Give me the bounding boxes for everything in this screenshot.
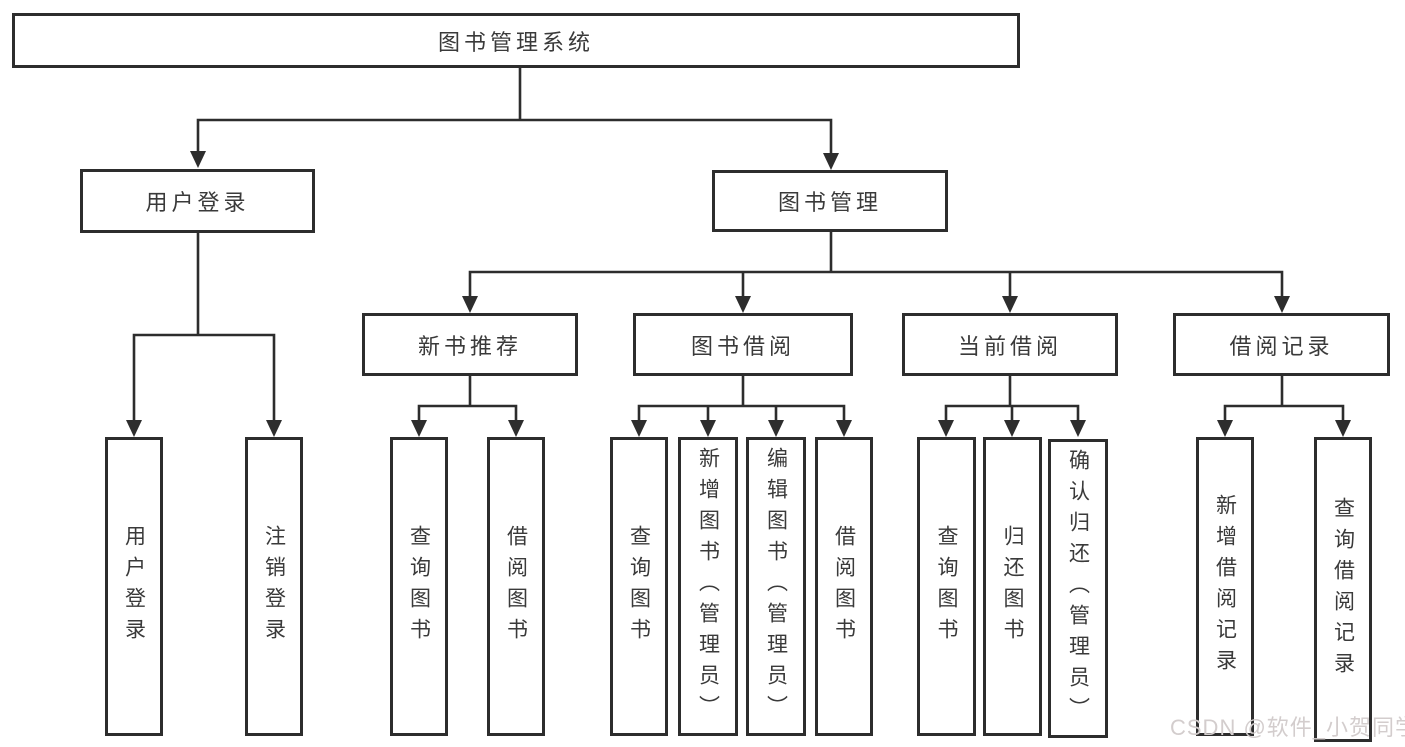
node-borrowing-records: 借阅记录 <box>1173 313 1390 376</box>
arrowheads <box>126 151 1351 437</box>
node-newbookrec-borrow-books-label: 借阅图书 <box>504 524 528 649</box>
node-current-borrowing: 当前借阅 <box>902 313 1118 376</box>
node-library-system: 图书管理系统 <box>12 13 1020 68</box>
node-current-return-books-label: 归还图书 <box>1001 524 1024 649</box>
node-borrowing-query-books: 查询图书 <box>610 437 668 736</box>
node-leaf-user-login-label: 用户登录 <box>122 524 146 649</box>
node-borrowing-add-books-admin-label: 新增图书（管理员） <box>696 447 720 726</box>
node-records-add-record-label: 新增借阅记录 <box>1213 493 1237 680</box>
node-borrowing-records-label: 借阅记录 <box>1229 333 1334 359</box>
node-newbookrec-borrow-books: 借阅图书 <box>487 437 545 736</box>
node-leaf-logout: 注销登录 <box>245 437 303 736</box>
node-current-borrowing-label: 当前借阅 <box>957 333 1062 359</box>
node-records-query-record: 查询借阅记录 <box>1314 437 1372 742</box>
node-newbookrec-query-books-label: 查询图书 <box>407 524 431 649</box>
node-current-query-books-label: 查询图书 <box>935 524 958 649</box>
node-book-management-label: 图书管理 <box>777 190 882 215</box>
node-borrowing-borrow-books: 借阅图书 <box>815 437 873 736</box>
node-book-management: 图书管理 <box>712 170 948 232</box>
node-user-login-label: 用户登录 <box>145 190 250 215</box>
node-borrowing-borrow-books-label: 借阅图书 <box>832 524 856 649</box>
node-book-borrowing-label: 图书借阅 <box>690 333 795 359</box>
node-current-confirm-return-admin: 确认归还（管理员） <box>1048 439 1108 738</box>
node-borrowing-add-books-admin: 新增图书（管理员） <box>678 437 738 736</box>
csdn-watermark: CSDN @软件_小贺同学 <box>1170 715 1405 740</box>
node-records-query-record-label: 查询借阅记录 <box>1331 496 1355 683</box>
node-records-add-record: 新增借阅记录 <box>1196 437 1254 736</box>
node-borrowing-query-books-label: 查询图书 <box>627 524 651 649</box>
node-new-book-recommend-label: 新书推荐 <box>417 333 522 359</box>
node-current-return-books: 归还图书 <box>983 437 1042 736</box>
node-leaf-user-login: 用户登录 <box>105 437 163 736</box>
node-leaf-logout-label: 注销登录 <box>262 524 286 649</box>
node-current-query-books: 查询图书 <box>917 437 976 736</box>
node-book-borrowing: 图书借阅 <box>633 313 853 376</box>
node-library-system-label: 图书管理系统 <box>437 29 594 55</box>
node-current-confirm-return-admin-label: 确认归还（管理员） <box>1066 449 1090 728</box>
node-borrowing-edit-books-admin-label: 编辑图书（管理员） <box>764 447 788 726</box>
node-newbookrec-query-books: 查询图书 <box>390 437 448 736</box>
node-new-book-recommend: 新书推荐 <box>362 313 578 376</box>
node-user-login: 用户登录 <box>80 169 315 233</box>
node-borrowing-edit-books-admin: 编辑图书（管理员） <box>746 437 806 736</box>
